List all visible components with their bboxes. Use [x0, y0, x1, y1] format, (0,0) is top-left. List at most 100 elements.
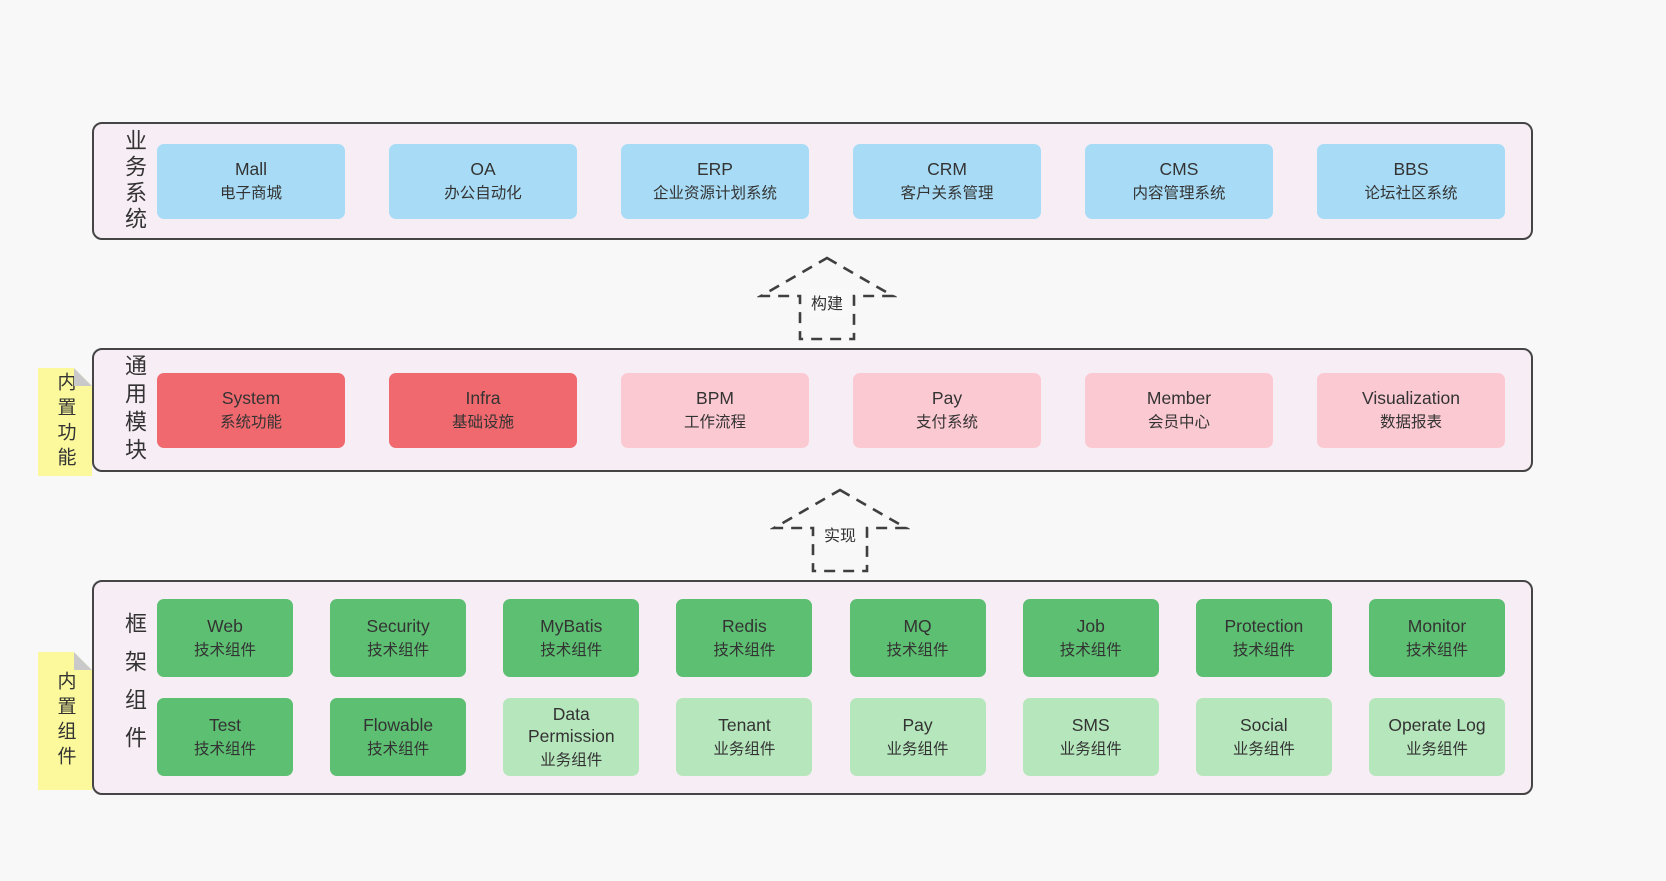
business-systems-layer: 业务系统 Mall 电子商城 OA 办公自动化 ERP 企业资源计划系统 CRM…: [92, 122, 1533, 240]
box-monitor: Monitor 技术组件: [1368, 599, 1505, 677]
box-name: ERP: [697, 159, 733, 180]
box-pay-biz: Pay 业务组件: [849, 698, 986, 776]
box-desc: 基础设施: [451, 413, 514, 431]
box-pay: Pay 支付系统: [853, 372, 1041, 448]
box-name: OA: [470, 159, 496, 180]
box-name: BPM: [696, 388, 734, 409]
box-test: Test 技术组件: [157, 698, 293, 776]
implement-arrow: 实现: [770, 487, 910, 575]
box-system: System 系统功能: [157, 372, 345, 448]
common-modules-layer: 通用模块 System 系统功能 Infra 基础设施 BPM 工作流程 Pay…: [92, 348, 1533, 472]
framework-components-layer: 框架组件 Web 技术组件 Security 技术组件 MyBatis 技术组件…: [92, 580, 1533, 795]
modules-boxes-row: System 系统功能 Infra 基础设施 BPM 工作流程 Pay 支付系统…: [145, 372, 1531, 448]
box-desc: 技术组件: [1059, 641, 1122, 659]
box-flowable: Flowable 技术组件: [330, 698, 467, 776]
box-security: Security 技术组件: [330, 599, 467, 677]
box-desc: 会员中心: [1147, 413, 1210, 431]
box-bpm: BPM 工作流程: [621, 372, 809, 448]
box-desc: 电子商城: [219, 184, 282, 202]
box-name: SMS: [1071, 715, 1110, 736]
up-arrow-icon: [757, 256, 897, 341]
box-name: Social: [1240, 715, 1288, 736]
box-desc: 业务组件: [1059, 740, 1122, 758]
box-desc: 工作流程: [683, 413, 746, 431]
build-arrow: 构建: [757, 255, 897, 343]
business-layer-label: 业务系统: [122, 129, 147, 233]
box-member: Member 会员中心: [1085, 372, 1273, 448]
box-name: CRM: [927, 159, 967, 180]
box-desc: 技术组件: [713, 641, 776, 659]
box-operate-log: Operate Log 业务组件: [1368, 698, 1505, 776]
box-oa: OA 办公自动化: [389, 143, 577, 219]
box-desc: 技术组件: [1232, 641, 1295, 659]
box-tenant: Tenant 业务组件: [676, 698, 813, 776]
box-desc: 技术组件: [540, 641, 603, 659]
business-boxes-row: Mall 电子商城 OA 办公自动化 ERP 企业资源计划系统 CRM 客户关系…: [145, 143, 1531, 219]
box-name: Protection: [1224, 616, 1304, 637]
box-name: Job: [1076, 616, 1105, 637]
box-name: System: [221, 388, 281, 409]
box-name: Redis: [722, 616, 767, 637]
box-name: Data Permission: [528, 703, 615, 747]
box-erp: ERP 企业资源计划系统: [621, 143, 809, 219]
box-bbs: BBS 论坛社区系统: [1317, 143, 1505, 219]
box-desc: 支付系统: [915, 413, 978, 431]
folded-corner-icon: [74, 368, 92, 386]
box-desc: 数据报表: [1379, 413, 1442, 431]
box-infra: Infra 基础设施: [389, 372, 577, 448]
builtin-features-note: 内置功能: [38, 368, 92, 476]
box-desc: 技术组件: [1405, 641, 1468, 659]
box-protection: Protection 技术组件: [1195, 599, 1332, 677]
box-mybatis: MyBatis 技术组件: [503, 599, 640, 677]
box-desc: 系统功能: [219, 413, 282, 431]
box-name: Pay: [931, 388, 963, 409]
box-mall: Mall 电子商城: [157, 143, 345, 219]
box-desc: 技术组件: [886, 641, 949, 659]
box-name: Mall: [234, 159, 268, 180]
box-web: Web 技术组件: [157, 599, 293, 677]
builtin-components-note-label: 内置组件: [54, 671, 76, 771]
box-name: BBS: [1393, 159, 1429, 180]
box-name: CMS: [1159, 159, 1199, 180]
box-name: Test: [208, 715, 242, 736]
box-desc: 企业资源计划系统: [652, 184, 777, 202]
box-crm: CRM 客户关系管理: [853, 143, 1041, 219]
box-desc: 论坛社区系统: [1364, 184, 1458, 202]
box-name: Monitor: [1407, 616, 1467, 637]
box-desc: 业务组件: [886, 740, 949, 758]
box-cms: CMS 内容管理系统: [1085, 143, 1273, 219]
box-desc: 办公自动化: [444, 184, 522, 202]
box-desc: 业务组件: [540, 752, 603, 770]
builtin-features-note-label: 内置功能: [54, 372, 76, 472]
box-name: Visualization: [1362, 388, 1460, 409]
box-desc: 技术组件: [367, 641, 430, 659]
box-desc: 内容管理系统: [1132, 184, 1226, 202]
box-social: Social 业务组件: [1195, 698, 1332, 776]
box-mq: MQ 技术组件: [849, 599, 986, 677]
box-job: Job 技术组件: [1022, 599, 1159, 677]
box-desc: 技术组件: [367, 740, 430, 758]
up-arrow-icon: [770, 488, 910, 573]
box-name: Infra: [465, 388, 501, 409]
box-name: MQ: [903, 616, 932, 637]
box-name: Security: [366, 616, 430, 637]
box-sms: SMS 业务组件: [1022, 698, 1159, 776]
box-data-permission: Data Permission 业务组件: [503, 698, 640, 776]
box-name: Pay: [902, 715, 933, 736]
box-name: Web: [207, 616, 243, 637]
box-visualization: Visualization 数据报表: [1317, 372, 1505, 448]
modules-layer-label: 通用模块: [122, 354, 147, 466]
build-arrow-label: 构建: [806, 289, 848, 315]
components-layer-label: 框架组件: [122, 611, 147, 764]
box-desc: 业务组件: [1232, 740, 1295, 758]
box-desc: 业务组件: [713, 740, 776, 758]
box-name: MyBatis: [540, 616, 603, 637]
builtin-components-note: 内置组件: [38, 652, 92, 790]
box-desc: 客户关系管理: [900, 184, 994, 202]
box-name: Tenant: [718, 715, 771, 736]
components-row-1: Web 技术组件 Security 技术组件 MyBatis 技术组件 Redi…: [145, 599, 1531, 677]
box-name: Member: [1146, 388, 1212, 409]
box-desc: 技术组件: [193, 740, 256, 758]
box-desc: 业务组件: [1405, 740, 1468, 758]
